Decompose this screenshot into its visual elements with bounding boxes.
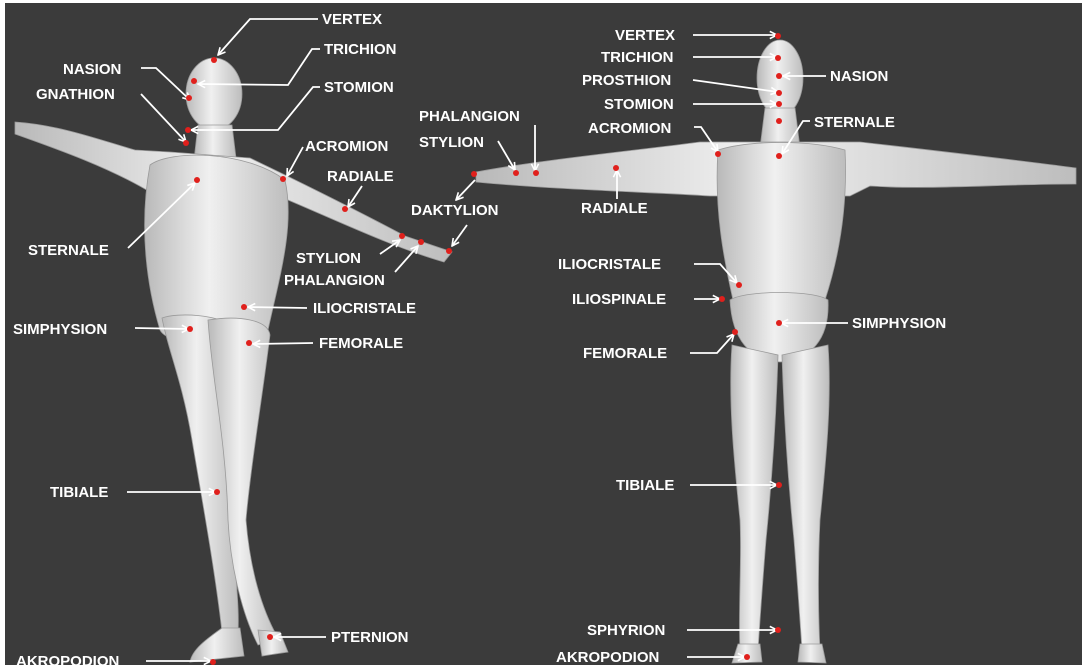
landmark-daktylion-left <box>446 248 452 254</box>
landmark-sphyrion-right <box>775 627 781 633</box>
landmark-stomion-right <box>776 101 782 107</box>
landmark-tibiale-right <box>776 482 782 488</box>
landmark-phalangion-top-left <box>513 170 519 176</box>
label-daktylion-left: DAKTYLION <box>411 202 499 219</box>
label-trichion-left: TRICHION <box>324 41 397 58</box>
landmark-radiale-left <box>342 206 348 212</box>
label-tibiale-right: TIBIALE <box>616 477 674 494</box>
landmark-vertex-left <box>211 57 217 63</box>
label-radiale-right: RADIALE <box>581 200 648 217</box>
landmark-femorale-right <box>732 329 738 335</box>
label-stomion-right: STOMION <box>604 96 674 113</box>
label-akropodion-left: AKROPODION <box>16 653 119 668</box>
landmark-iliocristale-left <box>241 304 247 310</box>
landmark-gnathion-left <box>183 140 189 146</box>
landmark-trichion-left <box>191 78 197 84</box>
label-femorale-right: FEMORALE <box>583 345 667 362</box>
label-tibiale-left: TIBIALE <box>50 484 108 501</box>
landmark-vertex-right <box>775 33 781 39</box>
label-nasion-right: NASION <box>830 68 888 85</box>
landmark-stylion-top-left <box>471 171 477 177</box>
landmark-iliocristale-right <box>736 282 742 288</box>
landmark-acromion-right <box>715 151 721 157</box>
landmark-iliospinale-right <box>719 296 725 302</box>
leader-iliocristale-left <box>248 307 307 308</box>
landmark-akropodion-right <box>744 654 750 660</box>
label-phalangion-left: PHALANGION <box>284 272 385 289</box>
label-stylion-top-left: STYLION <box>419 134 484 151</box>
landmark-simphysion-left <box>187 326 193 332</box>
landmark-nasion-right <box>776 73 782 79</box>
label-iliocristale-right: ILIOCRISTALE <box>558 256 661 273</box>
label-femorale-left: FEMORALE <box>319 335 403 352</box>
label-acromion-right: ACROMION <box>588 120 671 137</box>
label-simphysion-right: SIMPHYSION <box>852 315 946 332</box>
landmark-pternion-left <box>267 634 273 640</box>
landmark-daktylion-top-left <box>533 170 539 176</box>
label-akropodion-right: AKROPODION <box>556 649 659 666</box>
landmark-stylion-left <box>399 233 405 239</box>
landmark-nasion-left <box>186 95 192 101</box>
label-nasion-left: NASION <box>63 61 121 78</box>
label-simphysion-left: SIMPHYSION <box>13 321 107 338</box>
leader-femorale-left <box>253 343 313 344</box>
landmark-radiale-right <box>613 165 619 171</box>
landmark-sternale-right <box>776 153 782 159</box>
label-trichion-right: TRICHION <box>601 49 674 66</box>
label-iliospinale-right: ILIOSPINALE <box>572 291 666 308</box>
landmark-akropodion-left <box>210 659 216 665</box>
label-sphyrion-right: SPHYRION <box>587 622 665 639</box>
label-radiale-left: RADIALE <box>327 168 394 185</box>
landmark-femorale-left <box>246 340 252 346</box>
landmark-gnathion-right <box>776 118 782 124</box>
label-vertex-right: VERTEX <box>615 27 675 44</box>
label-iliocristale-left: ILIOCRISTALE <box>313 300 416 317</box>
label-stylion-left: STYLION <box>296 250 361 267</box>
label-prosthion-right: PROSTHION <box>582 72 671 89</box>
label-sternale-right: STERNALE <box>814 114 895 131</box>
label-sternale-left: STERNALE <box>28 242 109 259</box>
landmark-stomion-left <box>185 127 191 133</box>
leader-simphysion-left <box>135 328 189 329</box>
label-acromion-left: ACROMION <box>305 138 388 155</box>
landmark-sternale-left <box>194 177 200 183</box>
landmark-prosthion-right <box>776 90 782 96</box>
label-pternion-left: PTERNION <box>331 629 409 646</box>
landmark-acromion-left <box>280 176 286 182</box>
landmark-tibiale-left <box>214 489 220 495</box>
label-gnathion-left: GNATHION <box>36 86 115 103</box>
landmark-simphysion-right <box>776 320 782 326</box>
landmark-trichion-right <box>775 55 781 61</box>
label-stomion-left: STOMION <box>324 79 394 96</box>
label-vertex-left: VERTEX <box>322 11 382 28</box>
label-phalangion-top-left: PHALANGION <box>419 108 520 125</box>
landmark-phalangion-left <box>418 239 424 245</box>
